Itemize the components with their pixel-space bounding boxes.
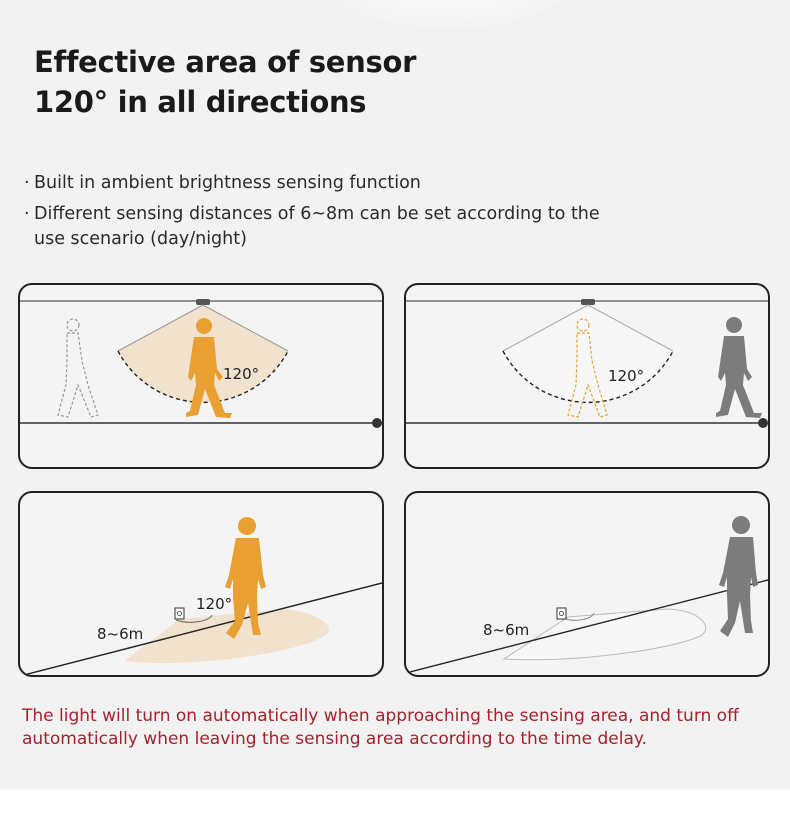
- panel-side-view-not-detected: 120°: [404, 283, 770, 469]
- panel-side-view-detected: 120°: [18, 283, 384, 469]
- bullet-dot: ·: [24, 173, 30, 193]
- feature-text: Different sensing distances of 6~8m can …: [34, 204, 600, 249]
- floor-marker: [758, 418, 768, 428]
- angle-label: 120°: [223, 365, 259, 383]
- behavior-description: The light will turn on automatically whe…: [22, 706, 739, 749]
- product-info-page: Effective area of sensor 120° in all dir…: [0, 0, 790, 790]
- sensing-zone: [124, 609, 329, 664]
- panel-floor-view-detected: 120° 8~6m: [18, 491, 384, 677]
- bullet-dot: ·: [24, 204, 30, 224]
- person-outline-icon: [57, 318, 99, 418]
- person-outline-icon: [567, 318, 608, 418]
- sensor-icon: [196, 299, 210, 305]
- sensing-arc: [502, 350, 674, 404]
- distance-label: 8~6m: [97, 625, 143, 643]
- feature-item: · Different sensing distances of 6~8m ca…: [24, 202, 634, 252]
- angle-label: 120°: [196, 595, 232, 613]
- feature-list: · Built in ambient brightness sensing fu…: [24, 171, 634, 258]
- page-title: Effective area of sensor 120° in all dir…: [34, 42, 416, 122]
- walking-person-icon: [716, 317, 762, 418]
- side-view-detected-illustration: 120°: [20, 299, 382, 428]
- sensing-arc: [117, 350, 289, 404]
- walking-person-icon: [225, 517, 266, 639]
- title-line-1: Effective area of sensor: [34, 45, 417, 79]
- floor-view-detected-illustration: 120° 8~6m: [21, 517, 382, 675]
- floor-marker: [372, 418, 382, 428]
- sensor-icon: [581, 299, 595, 305]
- angle-label: 120°: [608, 367, 644, 385]
- title-line-2: 120° in all directions: [34, 85, 367, 119]
- wall-mounted-sensor-icon: [556, 607, 567, 620]
- walking-person-icon: [186, 318, 232, 418]
- floor-view-not-detected-illustration: 8~6m: [406, 516, 768, 674]
- feature-text: Built in ambient brightness sensing func…: [34, 173, 421, 193]
- panel-floor-view-not-detected: 8~6m: [404, 491, 770, 677]
- distance-label: 8~6m: [483, 621, 529, 639]
- wall-mounted-sensor-icon: [174, 607, 185, 620]
- walking-person-icon: [719, 516, 758, 637]
- top-light-glow: [300, 0, 600, 30]
- feature-item: · Built in ambient brightness sensing fu…: [24, 171, 634, 196]
- side-view-not-detected-illustration: 120°: [406, 299, 768, 428]
